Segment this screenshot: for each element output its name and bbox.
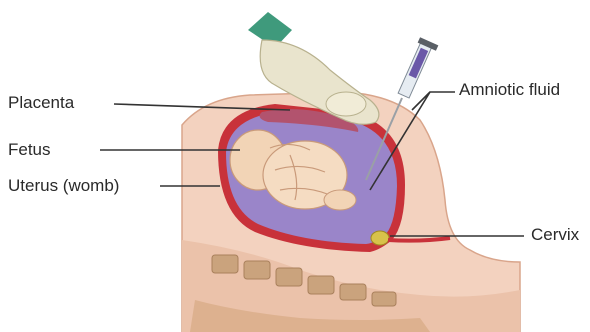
label-amniotic-fluid: Amniotic fluid <box>459 80 560 100</box>
label-fetus: Fetus <box>8 140 51 160</box>
cervix <box>371 231 389 245</box>
label-cervix: Cervix <box>531 225 579 245</box>
label-placenta: Placenta <box>8 93 74 113</box>
label-uterus: Uterus (womb) <box>8 176 119 196</box>
